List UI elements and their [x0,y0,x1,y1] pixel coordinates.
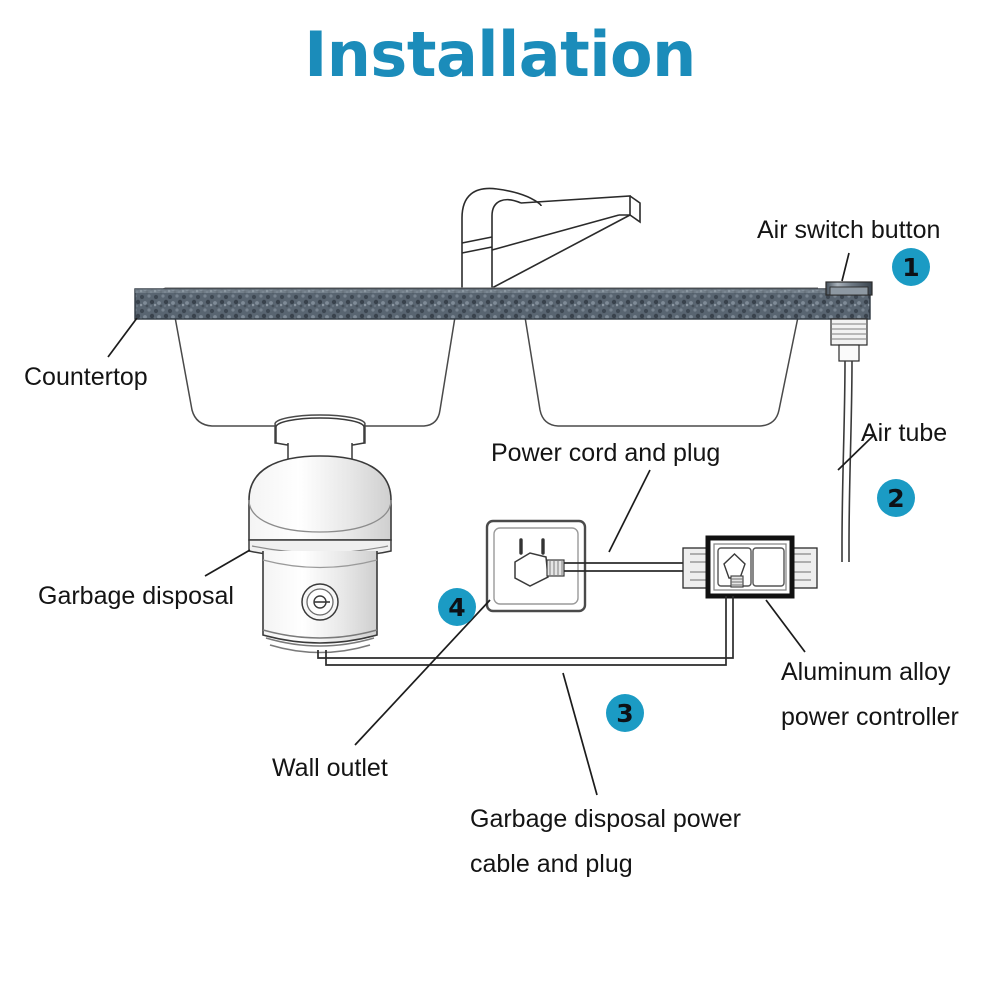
label-countertop: Countertop [24,363,148,391]
label-disposal-cable-line2: cable and plug [470,850,633,878]
label-aluminum-alloy-line1: Aluminum alloy [781,658,951,686]
wall-outlet [485,519,587,613]
leader-controller [765,599,806,653]
leader-power-cord [608,469,651,553]
leader-wall-outlet [354,599,491,746]
leader-air-tube [837,435,874,471]
aluminum-alloy-power-controller [682,535,818,599]
garbage-disposal-power-cable [317,596,734,666]
faucet [461,187,641,289]
garbage-disposal-unit [248,417,392,654]
badge-step-4: 4 [438,588,476,626]
label-wall-outlet: Wall outlet [272,754,388,782]
label-disposal-cable-line1: Garbage disposal power [470,805,741,833]
label-aluminum-alloy-line2: power controller [781,703,959,731]
badge-step-3: 3 [606,694,644,732]
sink-basin-right [524,316,799,427]
air-switch-button [825,281,873,362]
label-garbage-disposal: Garbage disposal [38,582,234,610]
sink-basin-left [174,316,456,427]
label-air-tube: Air tube [861,419,948,447]
leader-air-switch [841,252,850,282]
leader-garbage-disposal [204,549,251,577]
badge-step-2: 2 [877,479,915,517]
badge-step-1: 1 [892,248,930,286]
leader-lines [107,252,874,796]
countertop-slab [134,288,871,320]
leader-disposal-cable [562,672,598,796]
leader-countertop [107,317,138,358]
label-air-switch-button: Air switch button [757,216,941,244]
power-cord-and-plug [564,562,683,572]
page-title: Installation [304,18,696,91]
label-power-cord-and-plug: Power cord and plug [491,439,721,467]
